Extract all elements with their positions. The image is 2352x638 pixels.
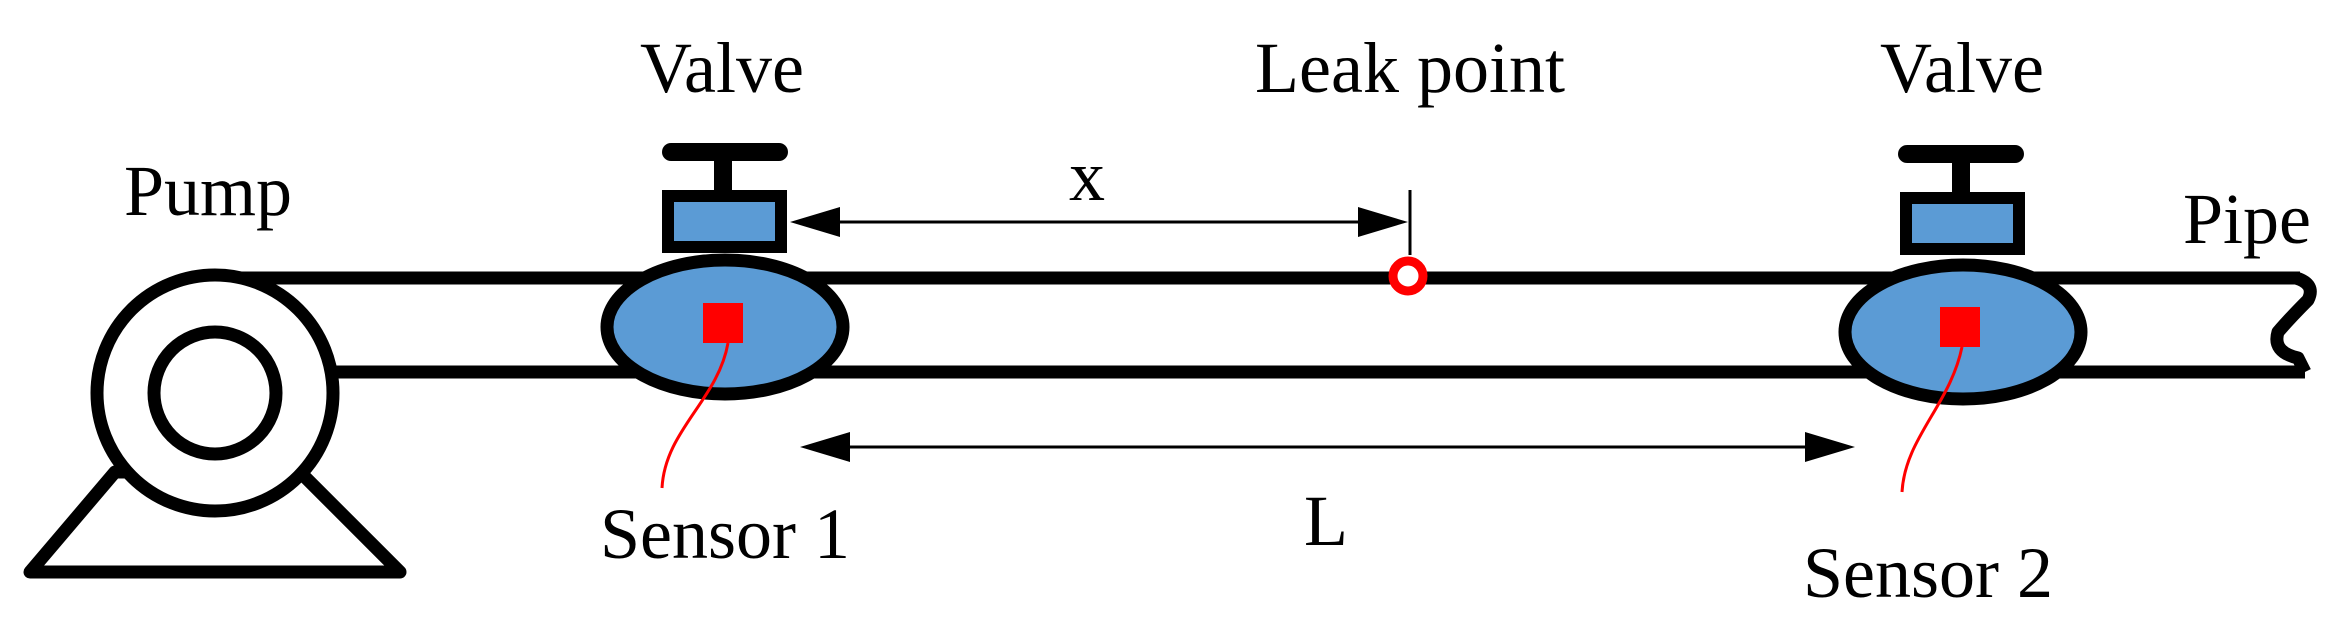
valve-right (1838, 145, 2088, 493)
valve-left-stem (714, 158, 732, 194)
valve-left-label: Valve (640, 28, 804, 108)
valve-right-stem (1952, 160, 1970, 196)
pump (23, 268, 407, 579)
distance-x-arrow (790, 207, 1408, 237)
sensor-1-marker (703, 303, 743, 343)
valve-right-label: Valve (1880, 28, 2044, 108)
leak-point-label: Leak point (1255, 28, 1565, 108)
distance-x-label: x (1069, 136, 1105, 216)
sensor-2-wire (1900, 346, 1964, 493)
valve-right-handle (1898, 145, 2024, 163)
valve-left (600, 143, 850, 489)
valve-right-bonnet (1900, 192, 2025, 255)
sensor-2-marker (1940, 307, 1980, 347)
leak-point-marker (1388, 256, 1428, 296)
valve-left-handle (662, 143, 788, 161)
sensor-2-label: Sensor 2 (1803, 533, 2053, 613)
sensor-1-wire (660, 342, 730, 489)
distance-L-label: L (1304, 481, 1348, 561)
sensor-1-label: Sensor 1 (600, 494, 850, 574)
pipe-broken-end (2270, 271, 2317, 375)
distance-L-arrowhead-left (800, 432, 850, 462)
pump-label: Pump (124, 151, 292, 231)
pump-impeller (147, 325, 283, 461)
distance-L-arrow (800, 432, 1855, 462)
distance-L-arrowhead-right (1805, 432, 1855, 462)
valve-left-bonnet (662, 190, 787, 253)
distance-x-arrowhead-right (1358, 207, 1408, 237)
leak-point (1388, 190, 1428, 296)
distance-x-arrowhead-left (790, 207, 840, 237)
pipe-label: Pipe (2183, 179, 2311, 259)
